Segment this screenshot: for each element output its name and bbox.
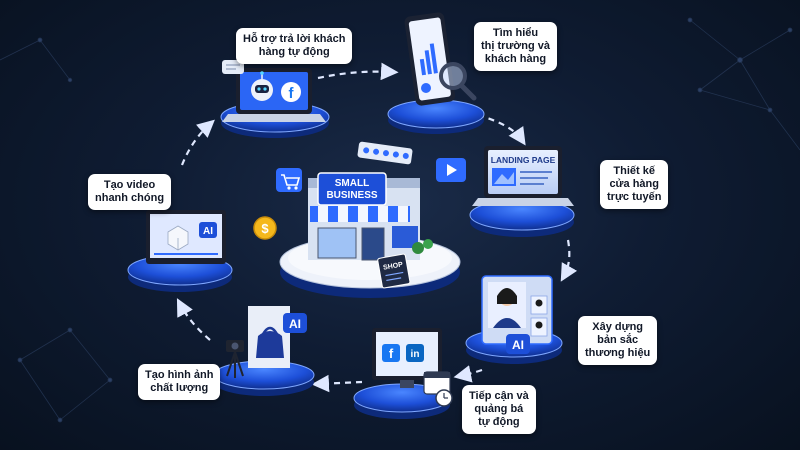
label-quick-video: Tạo video nhanh chóng [88,174,172,210]
label-line: thị trường và [481,40,550,52]
svg-text:$: $ [261,221,269,236]
svg-text:f: f [289,85,295,102]
store-sign-line2: BUSINESS [326,190,377,201]
social-media-monitor-icon: f in [372,328,453,407]
label-line: Hỗ trợ trả lời khách [243,33,346,45]
label-line: cửa hàng [609,178,659,190]
label-auto-marketing: Tiếp cận và quảng bá tự động [462,385,536,434]
arrow-marketing-to-images [311,374,363,393]
video-play-icon [436,158,466,182]
images-ai-badge: AI [289,317,301,331]
label-line: trực tuyến [607,191,662,203]
camera-product-photo-icon: AI [226,306,307,378]
label-line: Tiếp cận và [469,390,529,402]
label-line: quảng bá [474,403,524,415]
dollar-coin-icon: $ [253,216,277,240]
label-ai-images: Tạo hình ảnh chất lượng [138,364,221,400]
label-line: thương hiệu [585,347,651,359]
label-customer-support: Hỗ trợ trả lời khách hàng tự động [236,28,353,64]
arrow-images-to-video [176,298,211,341]
arrow-store-to-brand [560,239,578,282]
label-line: Tạo hình ảnh [145,369,214,381]
platform-customer-support: f [220,60,330,138]
label-line: hàng tự động [258,46,330,58]
landing-page-text: LANDING PAGE [491,155,556,165]
arrow-research-to-store [477,113,526,146]
landing-page-laptop-icon: LANDING PAGE [472,146,574,206]
brand-ai-badge: AI [512,338,524,352]
small-business-store: SMALL BUSINESS SHOP $ [253,141,466,298]
video-player-icon: AI [146,210,226,264]
platform-brand-identity: AI [465,275,563,364]
label-line: Tìm hiểu [492,27,539,39]
label-line: khách hàng [484,53,547,65]
shopping-cart-icon [276,168,302,192]
label-line: Xây dựng [592,321,644,333]
ai-avatar-profile-icon: AI [481,275,553,354]
label-market-research: Tìm hiểu thị trường và khách hàng [474,22,557,71]
platform-quick-video: AI [127,210,233,292]
platform-ai-images: AI [213,306,315,396]
label-online-store: Thiết kế cửa hàng trực tuyến [600,160,669,209]
magnifier-phone-analytics-icon [404,12,477,106]
label-line: Tạo video [103,179,156,191]
svg-text:in: in [411,349,420,360]
label-line: nhanh chóng [95,192,165,204]
label-line: chất lượng [150,382,209,394]
label-brand-identity: Xây dựng bản sắc thương hiệu [578,316,658,365]
platform-market-research [387,12,485,134]
arrow-video-to-support [180,119,215,166]
label-line: tự động [478,416,520,428]
arrow-brand-to-marketing [453,365,483,383]
platform-auto-marketing: f in [353,328,453,419]
video-ai-badge: AI [203,226,213,237]
svg-text:f: f [389,346,394,361]
shop-sign-text: SHOP [383,261,404,271]
label-line: bản sắc [597,334,639,346]
label-line: Thiết kế [613,165,655,177]
chatbot-robot-icon: f [222,60,326,122]
five-stars-icon [357,141,413,165]
platform-online-store: LANDING PAGE [469,146,575,237]
store-sign-line1: SMALL [335,178,369,189]
background-network [0,17,800,423]
arrow-support-to-research [317,62,399,81]
